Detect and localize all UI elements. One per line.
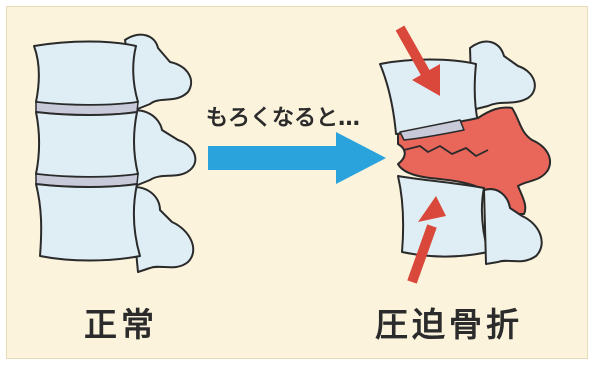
normal-vertebra-mid	[36, 112, 138, 177]
transition-arrow	[208, 132, 386, 184]
transition-label: もろくなると…	[206, 100, 360, 132]
fracture-label: 圧迫骨折	[375, 298, 523, 346]
normal-label: 正常	[84, 298, 158, 346]
fractured-spine	[380, 42, 550, 264]
fracture-process-top	[470, 42, 535, 110]
normal-vertebra-top	[34, 42, 138, 106]
normal-process-bottom	[128, 187, 193, 272]
normal-spine	[34, 35, 195, 272]
normal-vertebra-bottom	[36, 184, 140, 261]
